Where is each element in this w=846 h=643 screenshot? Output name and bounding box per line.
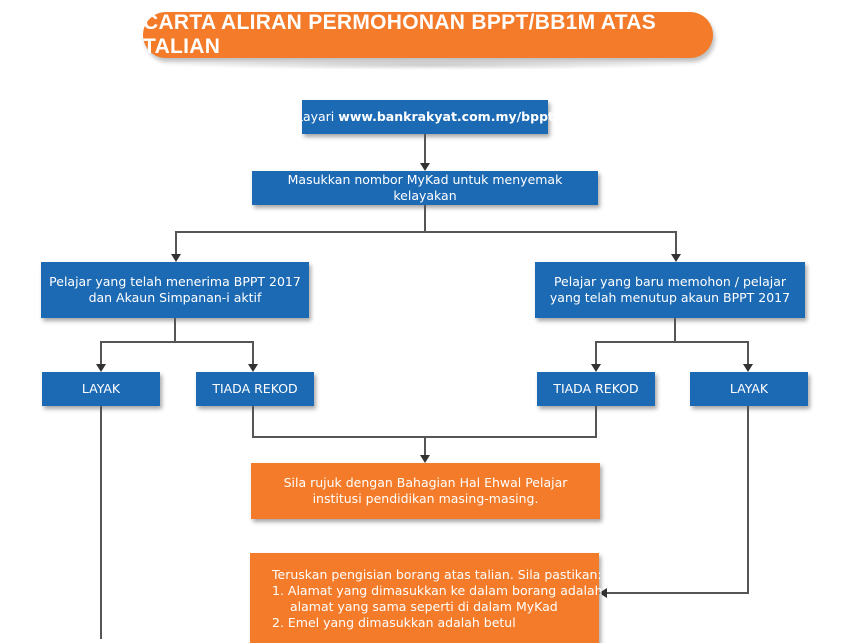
arrow-down-icon (671, 254, 681, 262)
connector (606, 592, 749, 594)
connector (595, 341, 749, 343)
connector (674, 318, 676, 342)
title-shadow (160, 60, 700, 70)
status-right-tiada-rekod: TIADA REKOD (537, 372, 655, 406)
arrow-down-icon (171, 254, 181, 262)
step-enter-mykad: Masukkan nombor MyKad untuk menyemak kel… (252, 171, 598, 205)
bank-url-link[interactable]: www.bankrakyat.com.my/bppt (338, 109, 555, 124)
arrow-down-icon (420, 163, 430, 171)
arrow-down-icon (420, 455, 430, 463)
arrow-down-icon (96, 364, 106, 372)
connector (424, 205, 426, 232)
branch-line: Pelajar yang baru memohon / pelajar (553, 274, 787, 289)
connector (100, 341, 254, 343)
continue-form-instructions: Teruskan pengisian borang atas talian. S… (250, 553, 603, 643)
branch-line: Pelajar yang telah menerima BPPT 2017 (49, 274, 301, 289)
connector (595, 341, 597, 365)
connector (175, 231, 177, 255)
connector (175, 231, 677, 233)
connector (424, 134, 426, 164)
arrow-left-icon (599, 588, 607, 598)
status-left-layak: LAYAK (42, 372, 160, 406)
refer-line: institusi pendidikan masing-masing. (312, 491, 539, 506)
connector (252, 406, 254, 437)
branch-existing-students: Pelajar yang telah menerima BPPT 2017 da… (41, 262, 309, 318)
chart-title: CARTA ALIRAN PERMOHONAN BPPT/BB1M ATAS T… (143, 11, 713, 58)
continue-item-1-cont: alamat yang sama seperti di dalam MyKad (290, 599, 558, 614)
connector (100, 406, 102, 639)
branch-line: yang telah menutup akaun BPPT 2017 (549, 290, 791, 305)
status-left-tiada-rekod: TIADA REKOD (196, 372, 314, 406)
arrow-down-icon (248, 364, 258, 372)
step-visit-prefix: Layari (295, 109, 335, 124)
connector (100, 341, 102, 365)
connector (174, 318, 176, 342)
step-visit-website: Layari www.bankrakyat.com.my/bppt (296, 100, 554, 134)
refer-line: Sila rujuk dengan Bahagian Hal Ehwal Pel… (283, 475, 568, 490)
connector (252, 341, 254, 365)
branch-line: dan Akaun Simpanan-i aktif (88, 290, 262, 305)
connector (675, 231, 677, 255)
branch-new-students: Pelajar yang baru memohon / pelajar yang… (535, 262, 805, 318)
connector (747, 406, 749, 594)
arrow-down-icon (743, 364, 753, 372)
continue-item-1: 1. Alamat yang dimasukkan ke dalam boran… (272, 583, 603, 598)
connector (595, 406, 597, 437)
continue-intro: Teruskan pengisian borang atas talian. S… (272, 567, 602, 582)
arrow-down-icon (591, 364, 601, 372)
refer-student-affairs: Sila rujuk dengan Bahagian Hal Ehwal Pel… (251, 463, 600, 519)
continue-item-2: 2. Emel yang dimasukkan adalah betul (272, 615, 516, 630)
connector (747, 341, 749, 365)
status-right-layak: LAYAK (690, 372, 808, 406)
connector (424, 436, 426, 456)
